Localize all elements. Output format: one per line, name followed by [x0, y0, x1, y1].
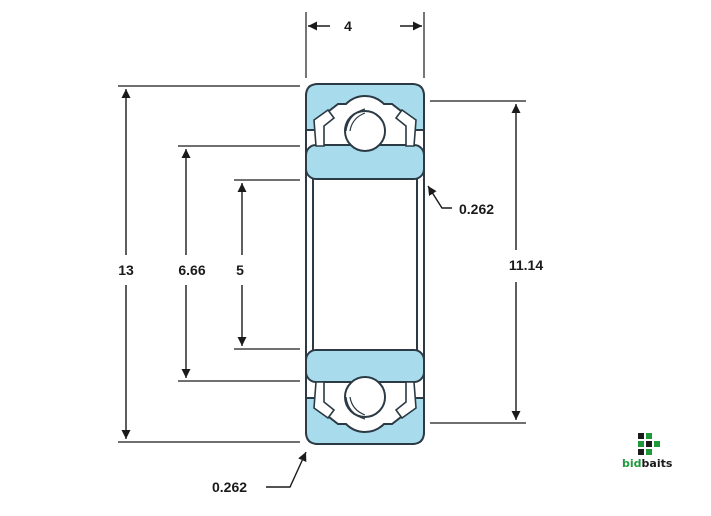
- chamfer-right-label: 0.262: [459, 201, 494, 217]
- os-label: 11.14: [509, 257, 543, 273]
- bearing-cross-section: [305, 83, 425, 445]
- outer-ring-top: [305, 83, 425, 131]
- outer-ring-bottom: [305, 397, 425, 445]
- logo-mark-icon: [638, 433, 660, 455]
- logo-text: bidbaits: [622, 457, 673, 470]
- chamfer-callout-bottom: 0.262: [212, 451, 307, 495]
- width-label: 4: [344, 18, 352, 34]
- od-label: 13: [118, 262, 134, 278]
- ball-bottom: [344, 376, 386, 418]
- bore-label: 5: [236, 262, 244, 278]
- sd-label: 6.66: [178, 262, 205, 278]
- dimension-outer-diameter: 13: [118, 85, 300, 443]
- dimension-bore-diameter: 5: [234, 179, 300, 350]
- shield-top-right: [394, 108, 417, 147]
- chamfer-right-leader: [427, 185, 452, 209]
- shield-top-left: [313, 108, 336, 147]
- chamfer-bottom-label: 0.262: [212, 479, 247, 495]
- ball-bottom-shade-2: [345, 396, 366, 420]
- dimension-outer-shoulder: 11.14: [430, 100, 543, 424]
- bidbaits-logo: bidbaits: [622, 433, 673, 470]
- dimension-width: 4: [305, 12, 425, 78]
- ball-bottom-shade: [349, 396, 366, 416]
- chamfer-bottom-leader: [266, 451, 307, 488]
- chamfer-callout-right: 0.262: [427, 185, 494, 217]
- dimension-shoulder-diameter: 6.66: [178, 145, 300, 382]
- logo-text-part2: baits: [642, 457, 673, 470]
- shield-bottom-right: [394, 381, 417, 420]
- ball-top: [344, 110, 386, 152]
- ball-top-shade-2: [345, 108, 366, 132]
- ball-top-shade: [349, 112, 366, 132]
- shield-bottom-left: [313, 381, 336, 420]
- logo-text-part1: bid: [622, 457, 642, 470]
